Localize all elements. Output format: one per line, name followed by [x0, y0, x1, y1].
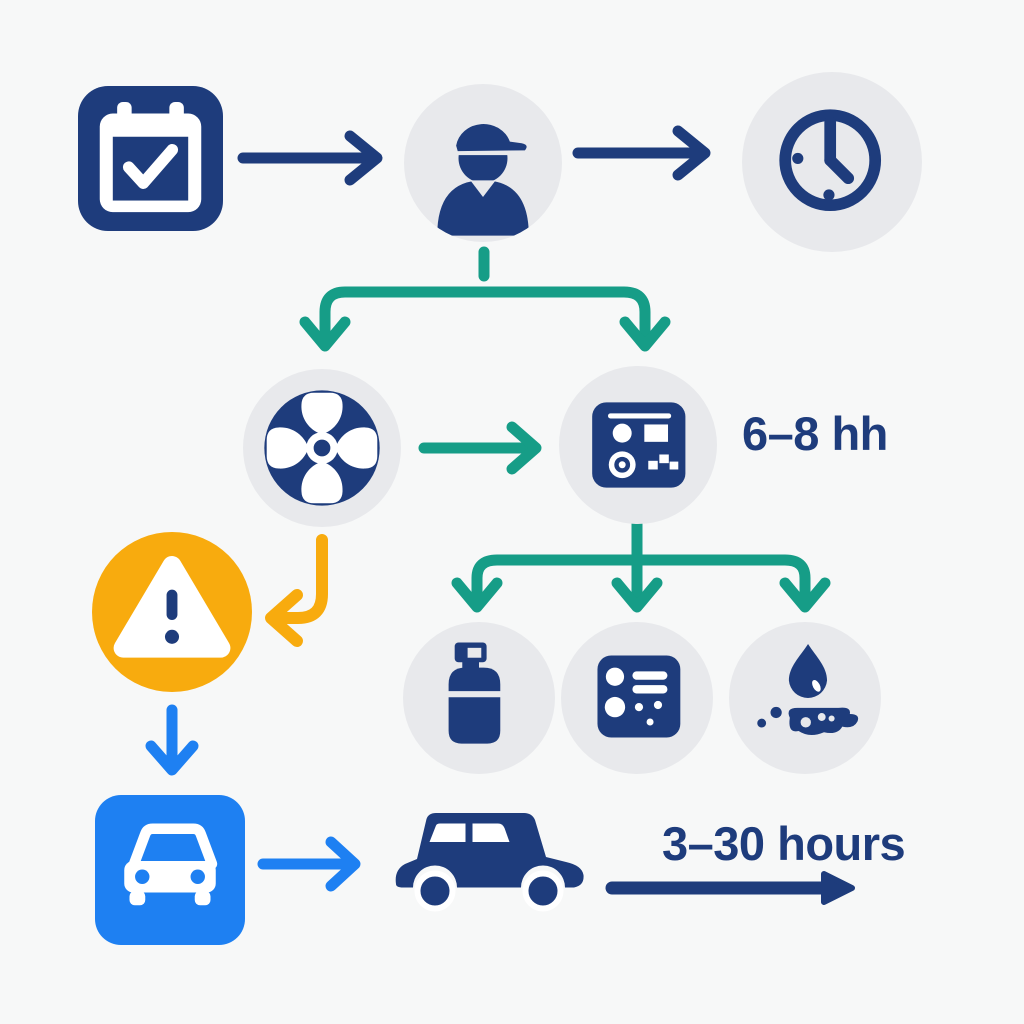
car-sign-node: [95, 795, 245, 945]
car-node: [393, 806, 588, 916]
button-panel-icon: [597, 655, 681, 738]
car-side-icon: [395, 813, 584, 912]
water-spill-node: [729, 622, 881, 774]
arrow-car-sign-to-car: [257, 836, 361, 892]
elbow-arrow-fan-to-warning: [265, 534, 328, 647]
blower-fan-node: [243, 369, 401, 527]
calendar-check-icon: [99, 101, 202, 213]
arrow-technician-to-clock: [572, 125, 711, 181]
water-drop-spill-icon: [757, 644, 859, 735]
arrow-fan-to-panel: [418, 421, 542, 475]
branch-panel-to-supplies: [451, 516, 831, 613]
arrow-warning-to-car-sign: [145, 704, 199, 776]
clock-icon: [779, 109, 882, 212]
scheduled-appointment-node: [78, 86, 223, 231]
branch-technician-to-fan-and-panel: [299, 246, 671, 352]
panel-duration-label: 6–8 hh: [742, 407, 888, 460]
warning-triangle-icon: [113, 556, 231, 658]
warning-node: [92, 532, 252, 692]
button-panel-node: [561, 622, 713, 774]
timeline-arrow-hours: [605, 871, 855, 905]
spray-bottle-icon: [448, 642, 501, 744]
fan-icon: [264, 390, 380, 506]
technician-node: [404, 84, 562, 242]
car-front-icon: [124, 823, 218, 906]
control-panel-icon: [592, 402, 686, 488]
equipment-panel-node: [559, 366, 717, 524]
car-duration-label: 3–30 hours: [662, 817, 906, 870]
waiting-time-node: [742, 72, 922, 252]
arrow-calendar-to-technician: [237, 130, 383, 186]
spray-bottle-node: [403, 622, 555, 774]
person-cap-icon: [437, 124, 529, 236]
